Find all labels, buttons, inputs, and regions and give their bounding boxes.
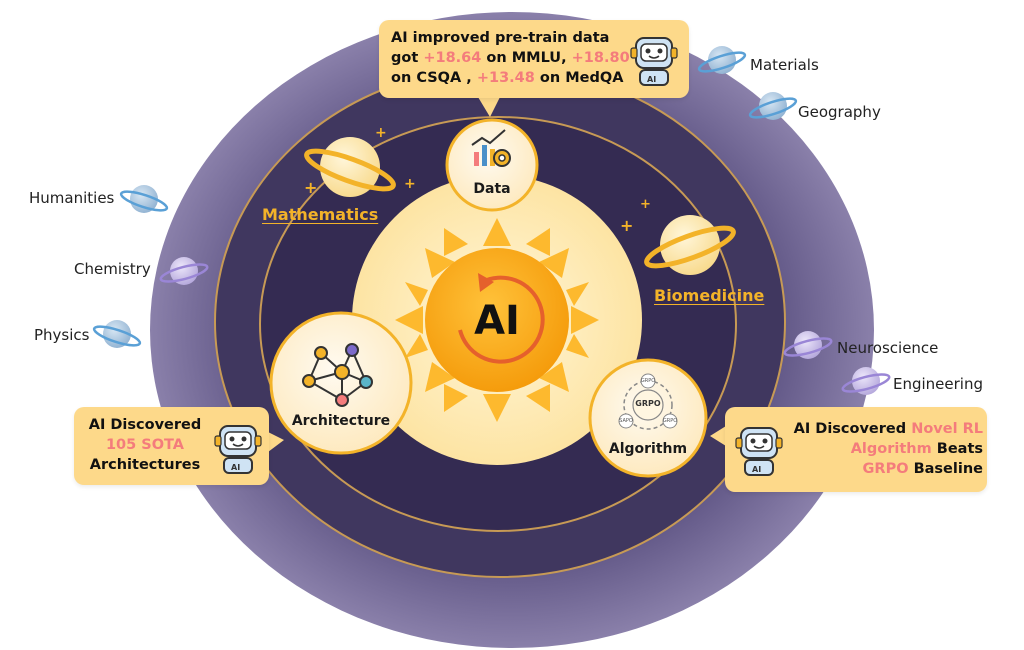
algorithm-callout: AI Discovered Novel RL Algorithm Beats G…	[725, 407, 987, 492]
algorithm-callout-line3a: GRPO	[862, 461, 909, 477]
svg-text:+: +	[304, 178, 317, 197]
architecture-callout-line1: AI Discovered	[88, 417, 202, 433]
svg-text:+: +	[404, 176, 416, 192]
algorithm-callout-text: AI Discovered Novel RL Algorithm Beats G…	[783, 419, 983, 479]
geography-planet-icon	[748, 92, 798, 120]
architecture-node-label: Architecture	[291, 413, 391, 429]
data-callout-line1: AI improved pre-train data	[391, 30, 610, 46]
data-node-label: Data	[473, 181, 511, 197]
svg-text:+: +	[620, 216, 633, 235]
mathematics-label: Mathematics	[262, 205, 379, 224]
humanities-planet-icon	[119, 185, 169, 213]
architecture-callout-pointer	[268, 432, 284, 452]
robot-icon: AI	[735, 427, 783, 476]
algorithm-inner-left: SAPO	[619, 418, 633, 424]
architecture-callout-text: AI Discovered 105 SOTA Architectures	[80, 415, 210, 475]
data-node	[445, 118, 539, 212]
sun-core	[425, 248, 569, 392]
robot-badge: AI	[231, 463, 240, 472]
algorithm-node	[588, 358, 708, 478]
algorithm-callout-line1: AI Discovered Novel RL	[783, 419, 983, 439]
ai-center-label: AI	[474, 298, 520, 344]
data-callout-got: got	[391, 50, 424, 66]
materials-label: Materials	[750, 56, 819, 74]
neuroscience-planet-icon	[783, 331, 833, 359]
algorithm-callout-line1b: Novel RL	[911, 421, 983, 437]
biomedicine-planet-icon: + +	[620, 197, 736, 275]
architecture-node	[269, 311, 413, 455]
engineering-planet-icon	[841, 367, 891, 395]
data-callout-pointer	[478, 97, 500, 117]
algorithm-callout-line2: Algorithm Beats	[783, 439, 983, 459]
grpo-center-icon	[632, 389, 664, 421]
chemistry-planet-icon	[159, 257, 209, 285]
robot-badge: AI	[647, 75, 656, 84]
algorithm-inner-top: GRPO	[640, 378, 656, 384]
architecture-callout-line3: Architectures	[89, 457, 201, 473]
geography-label: Geography	[798, 103, 881, 121]
architecture-callout-line2: 105 SOTA	[105, 437, 185, 453]
sun-rays	[395, 218, 599, 422]
robot-icon: AI	[214, 425, 262, 474]
neuroscience-label: Neuroscience	[837, 339, 939, 357]
mmlu-value: +18.64	[423, 50, 482, 66]
data-callout-line3: on CSQA , +13.48 on MedQA	[391, 68, 631, 88]
network-graph-icon	[302, 343, 373, 407]
data-callout-line2: got +18.64 on MMLU, +18.80	[391, 48, 631, 68]
algorithm-callout-line1a: AI Discovered	[793, 421, 912, 437]
robot-icon: AI	[630, 37, 678, 86]
physics-planet-icon	[92, 320, 142, 348]
mmlu-text: on MMLU,	[481, 50, 572, 66]
chart-gear-icon	[471, 129, 511, 167]
algorithm-callout-line3: GRPO Baseline	[783, 459, 983, 479]
cycle-arrow-icon	[458, 275, 545, 364]
physics-label: Physics	[34, 326, 90, 344]
data-callout-text: AI improved pre-train data got +18.64 on…	[391, 28, 631, 88]
algorithm-callout-line2b: Beats	[931, 441, 983, 457]
cycle-arrow-head-icon	[478, 273, 494, 292]
humanities-label: Humanities	[29, 189, 115, 207]
chemistry-label: Chemistry	[74, 260, 151, 278]
medqa-text: on MedQA	[534, 70, 624, 86]
materials-planet-icon	[697, 46, 747, 74]
svg-text:+: +	[640, 197, 651, 212]
algorithm-inner-center: GRPO	[635, 399, 661, 408]
algorithm-node-label: Algorithm	[608, 441, 688, 457]
biomedicine-label: Biomedicine	[654, 286, 765, 305]
engineering-label: Engineering	[893, 375, 983, 393]
csqa-text: on CSQA ,	[391, 70, 477, 86]
robot-badge: AI	[752, 465, 761, 474]
medqa-value: +13.48	[476, 70, 535, 86]
algorithm-callout-line3b: Baseline	[908, 461, 983, 477]
algorithm-callout-line2a: Algorithm	[850, 441, 932, 457]
mathematics-planet-icon: + + +	[304, 125, 416, 197]
svg-text:+: +	[375, 125, 387, 141]
csqa-value: +18.80	[571, 50, 630, 66]
algorithm-callout-pointer	[710, 426, 726, 446]
algorithm-inner-right: GRPO	[662, 418, 678, 424]
